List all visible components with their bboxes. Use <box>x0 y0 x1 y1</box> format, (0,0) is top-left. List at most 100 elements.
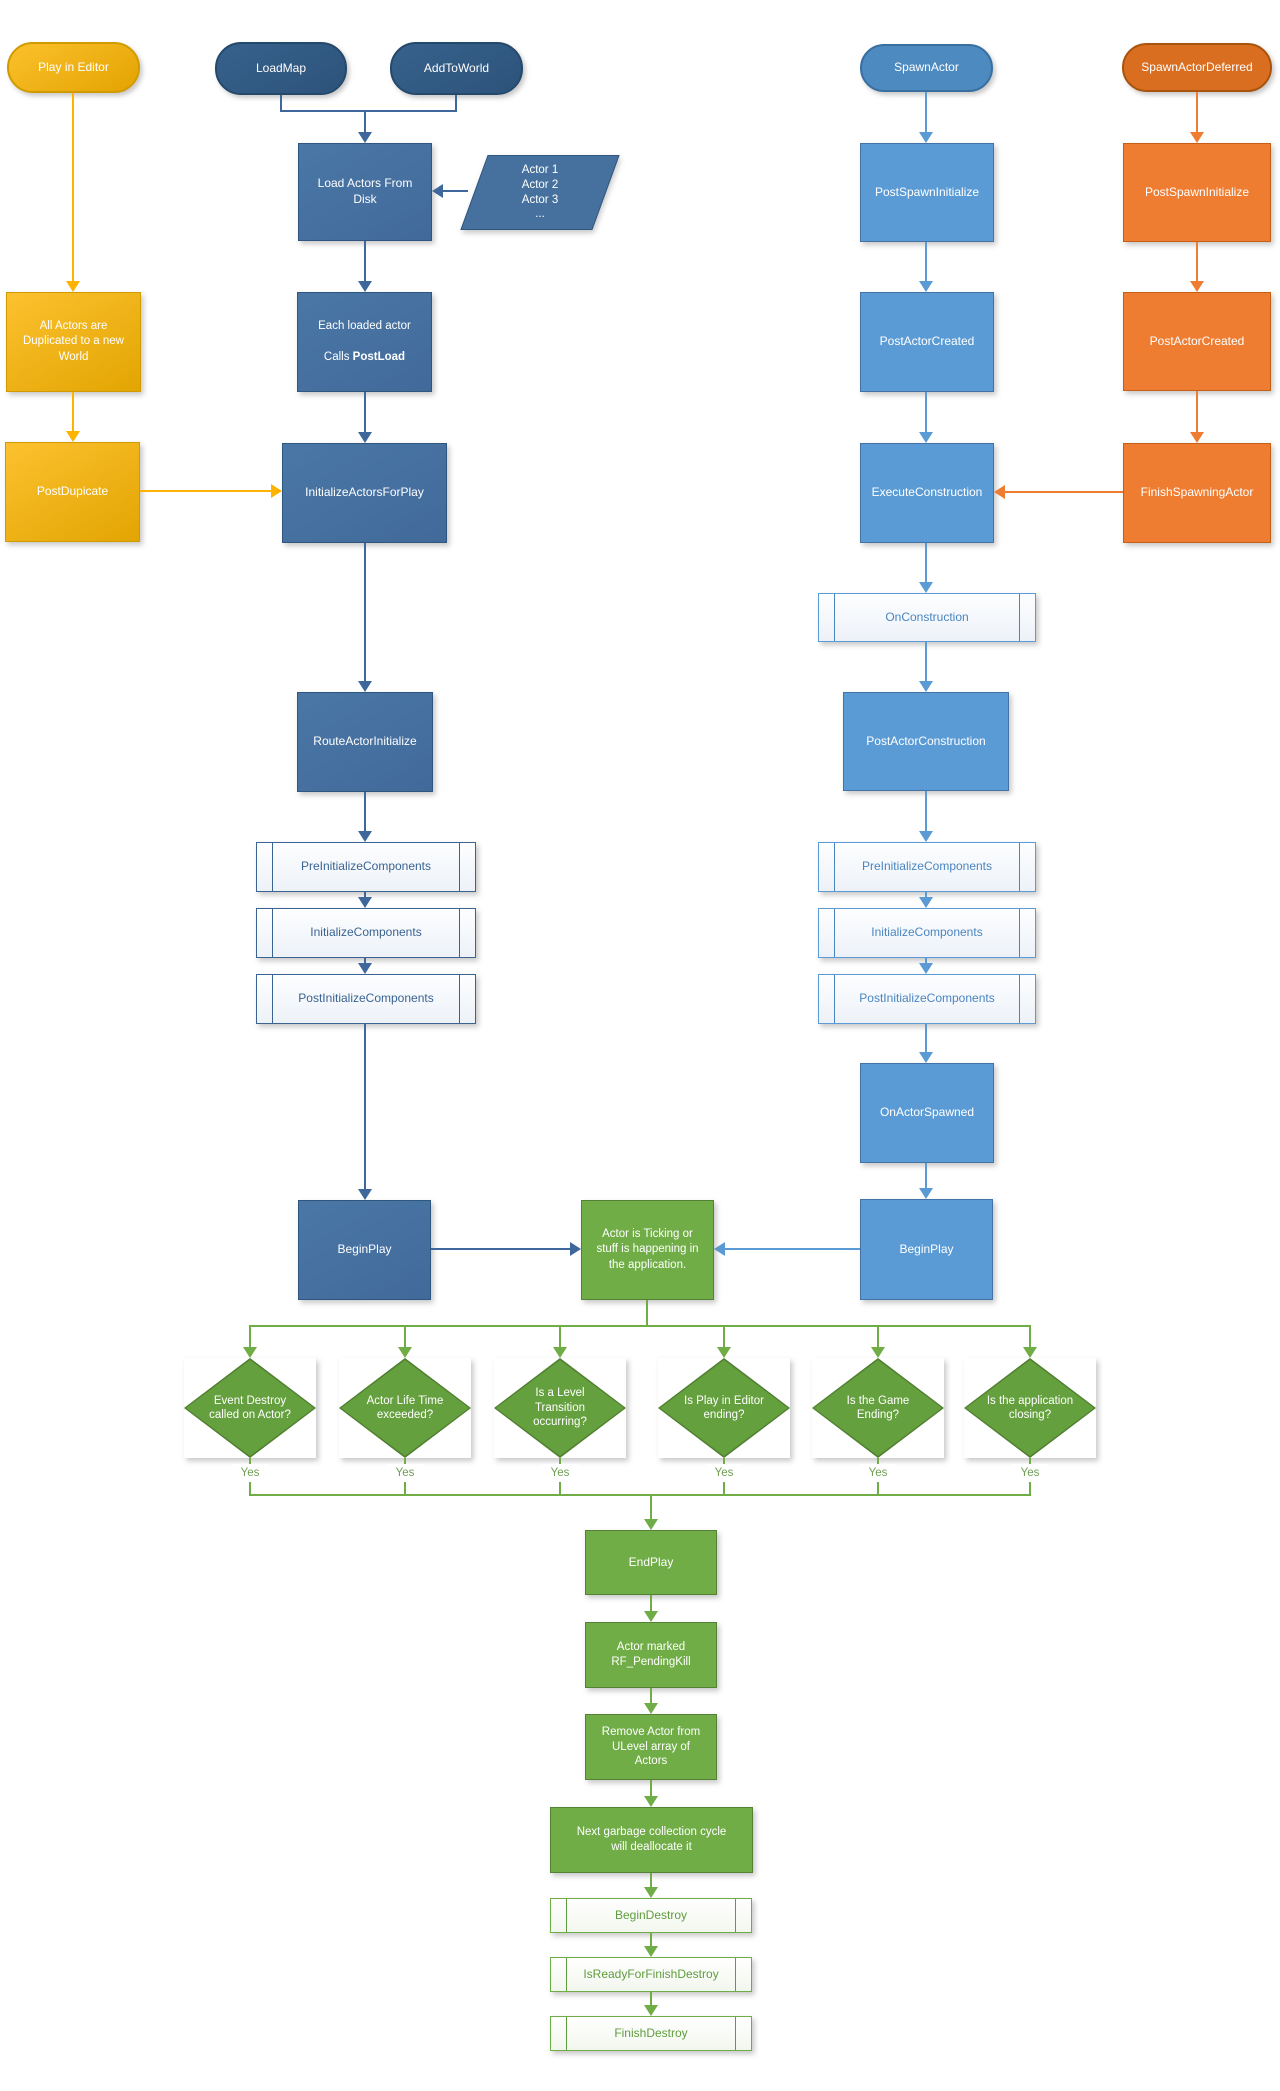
arrowhead-down-icon <box>553 1347 567 1358</box>
flow-line <box>650 1873 652 1888</box>
post-actor-created-deferred-box: PostActorCreated <box>1123 292 1271 391</box>
initialize-actors-for-play-box: InitializeActorsForPlay <box>282 443 447 543</box>
arrowhead-down-icon <box>919 897 933 908</box>
each-loaded-actor-label: Each loaded actor Calls PostLoad <box>318 319 411 365</box>
actor-list-label: Actor 1 Actor 2 Actor 3 ... <box>521 163 559 221</box>
arrowhead-down-icon <box>644 1611 658 1622</box>
arrowhead-left-icon <box>994 485 1005 499</box>
flow-line <box>925 1163 927 1188</box>
yes-label: Yes <box>1012 1464 1048 1482</box>
flow-line <box>249 1325 251 1347</box>
decision-label: Is a Level Transition occurring? <box>533 1387 587 1429</box>
decision-pie-ending: Is Play in Editor ending? <box>658 1358 790 1458</box>
flow-line <box>650 1992 652 2006</box>
arrowhead-down-icon <box>243 1347 257 1358</box>
flow-line <box>455 95 457 112</box>
flow-line <box>725 1248 860 1250</box>
flow-line <box>646 1300 648 1327</box>
begin-play-load-box: BeginPlay <box>298 1200 431 1300</box>
yes-label: Yes <box>387 1464 423 1482</box>
each-loaded-actor-box: Each loaded actor Calls PostLoad <box>297 292 432 392</box>
decision-event-destroy: Event Destroy called on Actor? <box>184 1358 316 1458</box>
flow-line <box>925 892 927 898</box>
flow-line <box>559 1325 561 1347</box>
play-in-editor-terminal: Play in Editor <box>7 42 140 93</box>
actor-list-parallelogram: Actor 1 Actor 2 Actor 3 ... <box>460 155 620 230</box>
flow-line <box>72 93 74 281</box>
actor-marked-pending-kill-box: Actor marked RF_PendingKill <box>585 1622 717 1688</box>
arrowhead-down-icon <box>644 1519 658 1530</box>
decision-level-transition: Is a Level Transition occurring? <box>494 1358 626 1458</box>
flow-line <box>650 1494 652 1519</box>
flow-line <box>650 1688 652 1704</box>
arrowhead-down-icon <box>919 831 933 842</box>
flow-line <box>650 1595 652 1612</box>
flow-line <box>364 958 366 964</box>
post-spawn-initialize-deferred-box: PostSpawnInitialize <box>1123 143 1271 242</box>
actor-ticking-box: Actor is Ticking or stuff is happening i… <box>581 1200 714 1300</box>
decision-label: Is the Game Ending? <box>846 1394 910 1421</box>
flow-line <box>1196 92 1198 132</box>
arrowhead-down-icon <box>919 132 933 143</box>
remove-actor-box: Remove Actor from ULevel array of Actors <box>585 1714 717 1780</box>
flow-line <box>1005 491 1123 493</box>
decision-label: Actor Life Time exceeded? <box>366 1394 444 1421</box>
decision-life-time: Actor Life Time exceeded? <box>339 1358 471 1458</box>
decision-label: Is Play in Editor ending? <box>684 1394 764 1421</box>
arrowhead-down-icon <box>358 432 372 443</box>
pre-initialize-components-subroutine: PreInitializeComponents <box>256 842 476 892</box>
flow-line <box>280 110 457 112</box>
arrowhead-down-icon <box>66 431 80 442</box>
arrowhead-down-icon <box>644 1887 658 1898</box>
initialize-components-spawn-subroutine: InitializeComponents <box>818 908 1036 958</box>
flow-line <box>1029 1325 1031 1347</box>
arrowhead-right-icon <box>570 1242 581 1256</box>
flow-line <box>364 892 366 898</box>
arrowhead-down-icon <box>919 432 933 443</box>
flow-line <box>925 392 927 432</box>
arrowhead-down-icon <box>919 582 933 593</box>
load-map-terminal: LoadMap <box>215 42 347 95</box>
flow-line <box>925 543 927 582</box>
load-actors-from-disk-box: Load Actors From Disk <box>298 143 432 241</box>
finish-destroy-subroutine: FinishDestroy <box>550 2016 752 2051</box>
flow-line <box>925 242 927 281</box>
arrowhead-down-icon <box>1190 281 1204 292</box>
post-initialize-components-spawn-subroutine: PostInitializeComponents <box>818 974 1036 1024</box>
arrowhead-down-icon <box>358 681 372 692</box>
post-actor-created-box: PostActorCreated <box>860 292 994 392</box>
flow-line <box>280 95 282 112</box>
arrowhead-down-icon <box>66 281 80 292</box>
flow-line <box>1196 242 1198 281</box>
flow-line <box>364 241 366 281</box>
flow-line <box>925 642 927 681</box>
yes-label: Yes <box>232 1464 268 1482</box>
is-ready-for-finish-destroy-subroutine: IsReadyForFinishDestroy <box>550 1957 752 1992</box>
postload-bold-label: PostLoad <box>352 350 406 363</box>
arrowhead-down-icon <box>1023 1347 1037 1358</box>
arrowhead-down-icon <box>358 897 372 908</box>
all-actors-duplicated-box: All Actors are Duplicated to a new World <box>6 292 141 392</box>
arrowhead-down-icon <box>1190 132 1204 143</box>
each-loaded-actor-line1: Each loaded actor <box>318 320 411 333</box>
flow-line <box>925 791 927 831</box>
flow-line <box>249 1494 1031 1496</box>
decision-game-ending: Is the Game Ending? <box>812 1358 944 1458</box>
arrowhead-down-icon <box>644 1703 658 1714</box>
pre-initialize-components-spawn-subroutine: PreInitializeComponents <box>818 842 1036 892</box>
arrowhead-down-icon <box>1190 432 1204 443</box>
arrowhead-down-icon <box>644 1796 658 1807</box>
arrowhead-left-icon <box>432 184 443 198</box>
begin-destroy-subroutine: BeginDestroy <box>550 1898 752 1933</box>
flow-line <box>723 1325 725 1347</box>
on-actor-spawned-box: OnActorSpawned <box>860 1063 994 1163</box>
arrowhead-down-icon <box>919 681 933 692</box>
flow-line <box>925 92 927 132</box>
decision-app-closing: Is the application closing? <box>964 1358 1096 1458</box>
yes-label: Yes <box>706 1464 742 1482</box>
execute-construction-box: ExecuteConstruction <box>860 443 994 543</box>
route-actor-initialize-box: RouteActorInitialize <box>297 692 433 792</box>
flow-line <box>140 490 271 492</box>
arrowhead-down-icon <box>398 1347 412 1358</box>
